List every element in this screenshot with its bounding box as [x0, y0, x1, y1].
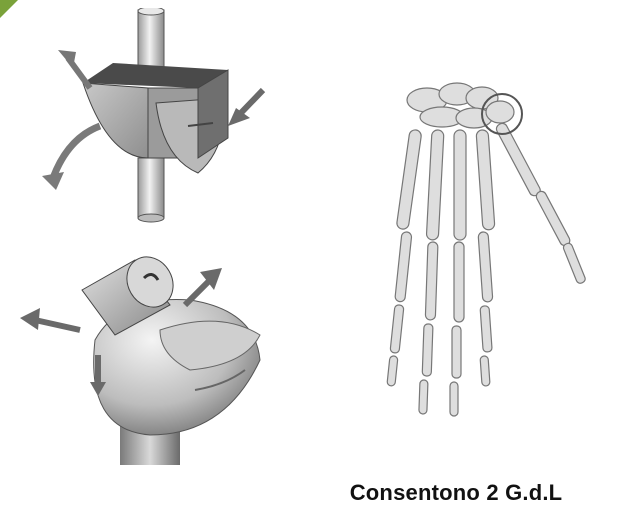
caption-degrees-of-freedom: Consentono 2 G.d.L — [300, 480, 612, 506]
saddle-joint-icon — [38, 8, 278, 223]
ellipsoid-joint-icon — [10, 250, 275, 465]
hand-skeleton-icon — [362, 72, 592, 432]
corner-accent — [0, 0, 18, 18]
